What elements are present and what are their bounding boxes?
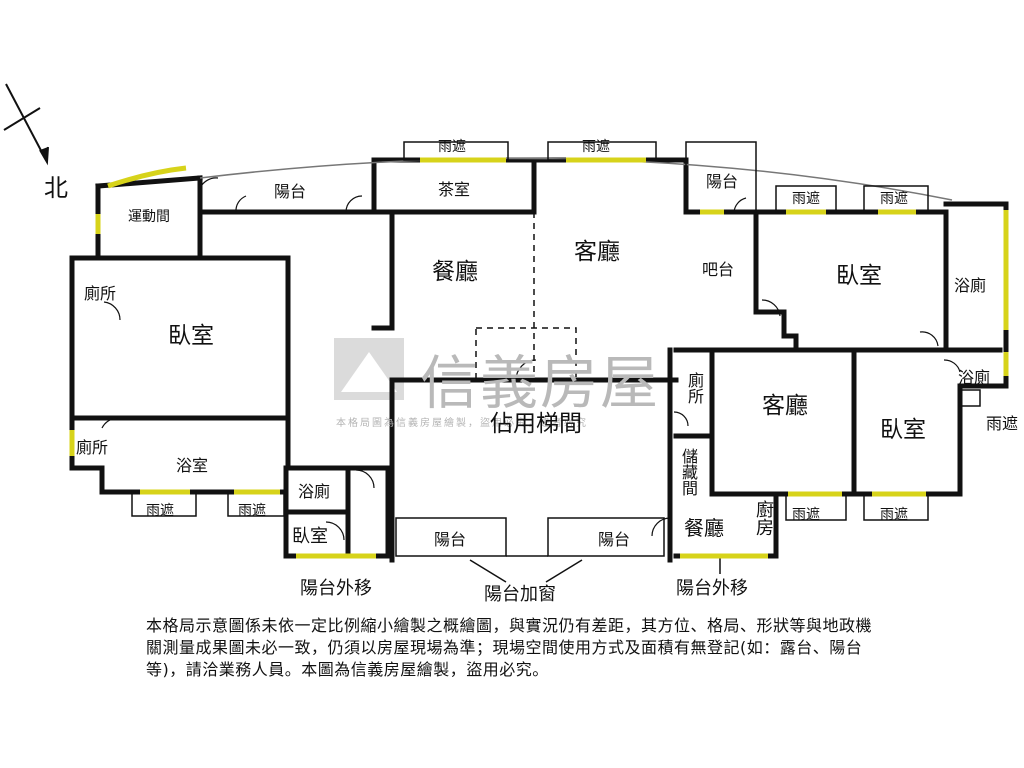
room-tea: 茶室 xyxy=(438,180,471,199)
north-label: 北 xyxy=(44,174,68,202)
room-toilet-left-lower: 廁所 xyxy=(76,438,109,457)
room-toilet-mid: 廁所 xyxy=(685,372,704,404)
annotation-balcony-enclosed: 陽台加窗 xyxy=(484,584,556,605)
room-dining-right: 餐廳 xyxy=(684,516,724,540)
room-shared-stair: 佔用梯間 xyxy=(490,411,582,437)
room-bar: 吧台 xyxy=(702,260,735,279)
watermark-logo-icon xyxy=(334,338,404,400)
awning-label: 雨遮 xyxy=(792,191,820,207)
room-bedroom-right-top: 臥室 xyxy=(836,263,882,289)
watermark-brand: 信義房屋 xyxy=(420,349,661,417)
annotation-balcony-moved-right: 陽台外移 xyxy=(676,578,748,599)
disclaimer-note: 本格局示意圖係未依一定比例縮小繪製之概繪圖，與實況仍有差距，其方位、格局、形狀等… xyxy=(146,616,873,679)
room-balcony-right-top: 陽台 xyxy=(706,172,739,191)
room-bath-lower: 浴廁 xyxy=(298,482,331,501)
room-storage: 儲藏間 xyxy=(679,448,698,496)
awning-label: 雨遮 xyxy=(238,503,266,519)
room-kitchen: 廚房 xyxy=(753,500,774,536)
room-bedroom-lower: 臥室 xyxy=(292,526,328,547)
door-swing-icon xyxy=(101,177,961,541)
watermark-subtitle: 本格局圖為信義房屋繪製，盜用必究，違者必究 xyxy=(336,418,588,429)
annotation-balcony-moved-left: 陽台外移 xyxy=(300,578,372,599)
room-bath-left: 浴室 xyxy=(176,456,209,475)
awning-label: 雨遮 xyxy=(438,139,466,155)
awning-label: 雨遮 xyxy=(792,507,820,523)
room-bath-right-top: 浴廁 xyxy=(954,276,987,295)
room-bedroom-right: 臥室 xyxy=(880,417,926,443)
room-balcony-top: 陽台 xyxy=(274,182,307,201)
room-balcony-low-left: 陽台 xyxy=(434,530,467,549)
room-dining-main: 餐廳 xyxy=(432,259,478,285)
room-toilet-left: 廁所 xyxy=(84,284,117,303)
room-living-main: 客廳 xyxy=(574,239,620,265)
room-bedroom-left: 臥室 xyxy=(168,323,214,349)
awning-label: 雨遮 xyxy=(582,139,610,155)
room-living-right: 客廳 xyxy=(762,393,808,419)
awning-label: 雨遮 xyxy=(986,414,1019,433)
room-exercise: 運動間 xyxy=(128,209,170,225)
compass-arrow-icon xyxy=(3,83,49,166)
awning-label: 雨遮 xyxy=(880,507,908,523)
awning-label: 雨遮 xyxy=(146,503,174,519)
room-bath-right-small: 浴廁 xyxy=(958,368,991,387)
room-balcony-low-right: 陽台 xyxy=(598,530,631,549)
awning-label: 雨遮 xyxy=(880,191,908,207)
windows xyxy=(69,157,1009,559)
